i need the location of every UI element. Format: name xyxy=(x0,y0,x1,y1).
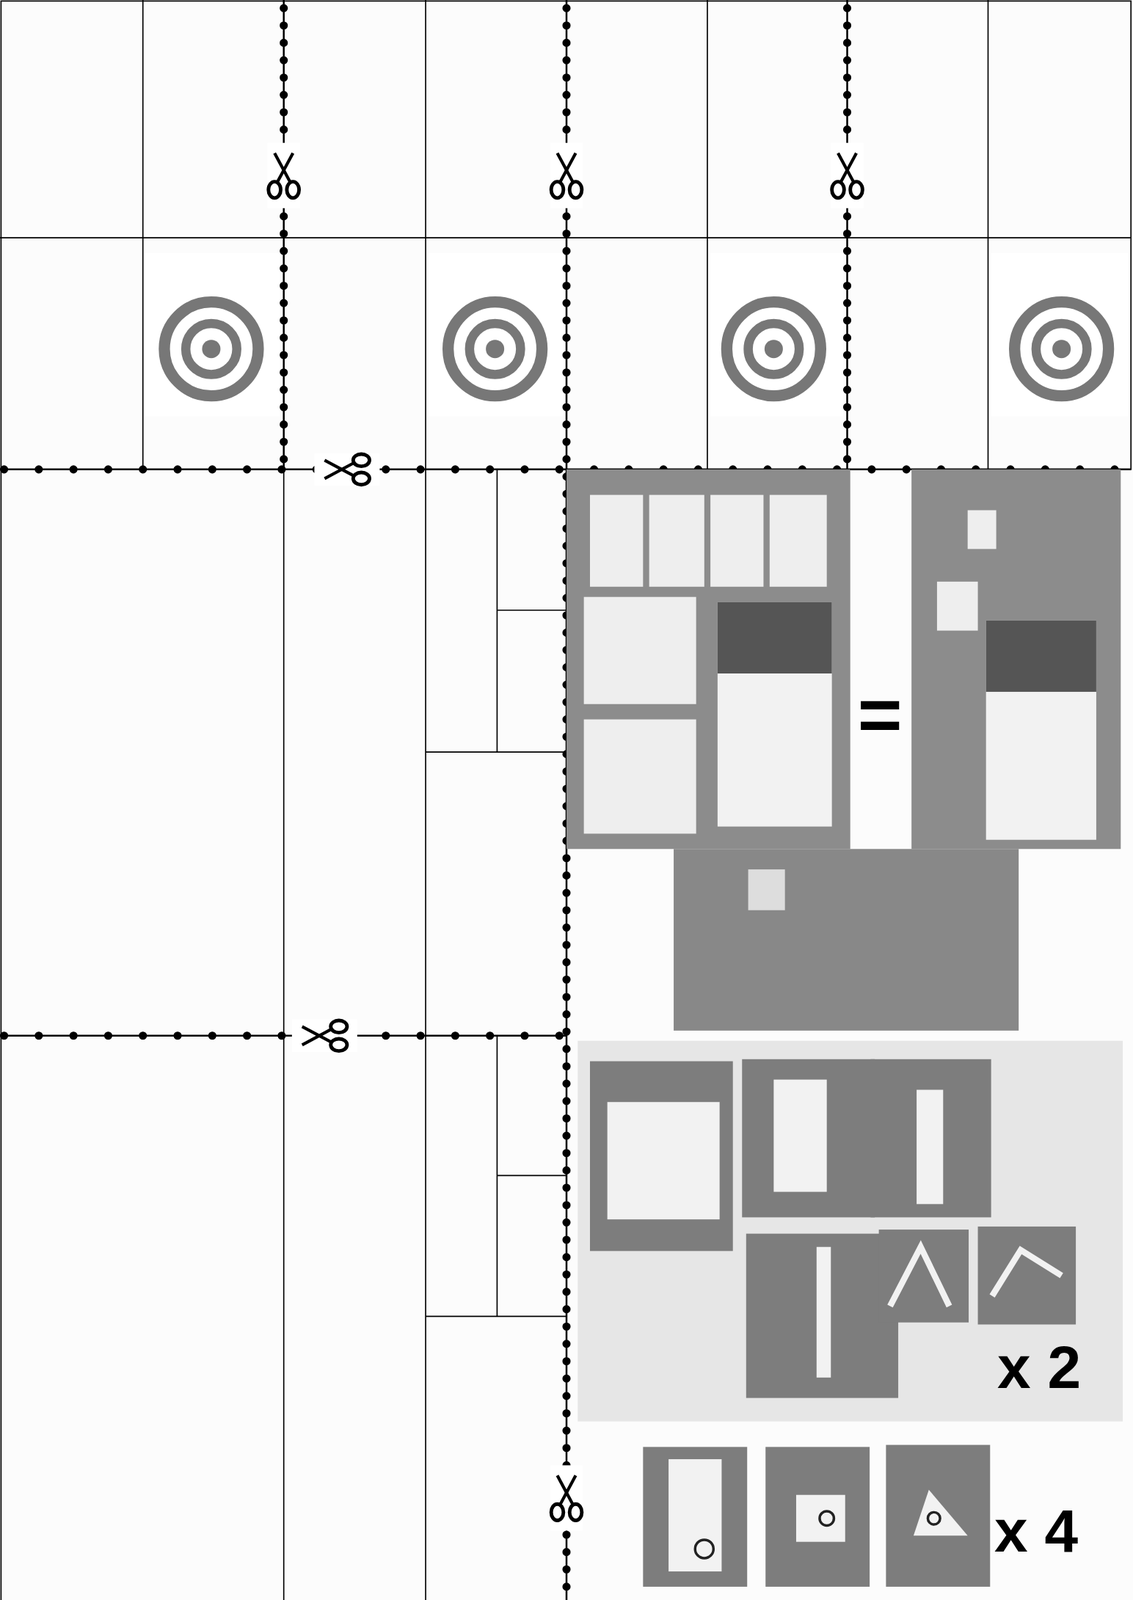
quantity-label: x 2 xyxy=(997,1337,1081,1398)
quantity-label: x 4 xyxy=(994,1501,1078,1562)
equals-sign: = xyxy=(857,676,903,753)
